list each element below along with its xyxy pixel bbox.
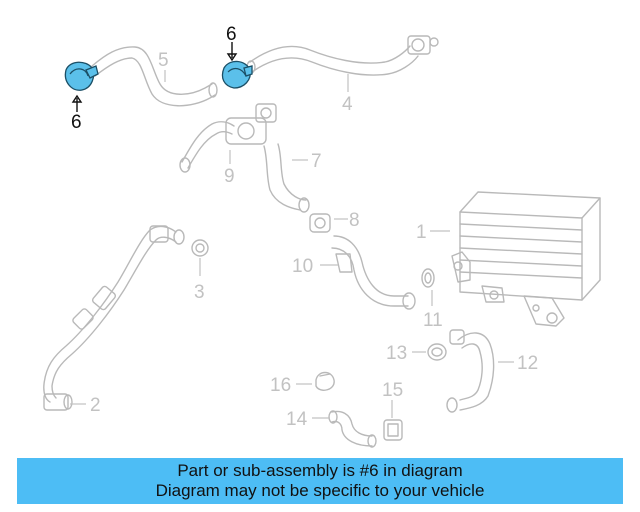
hose-part-4 (246, 35, 439, 76)
callout-13: 13 (386, 343, 407, 364)
callout-7: 7 (311, 151, 322, 172)
oring-part-3 (191, 239, 209, 257)
callout-6-top: 6 (226, 24, 237, 45)
callout-1: 1 (416, 222, 427, 243)
pipe-part-2 (43, 225, 185, 411)
hose-part-5 (91, 46, 218, 107)
callout-12: 12 (517, 353, 538, 374)
hose-part-12 (446, 329, 495, 413)
info-banner: Part or sub-assembly is #6 in diagram Di… (17, 458, 623, 504)
hose-part-14 (328, 410, 377, 448)
oring-part-11 (421, 268, 435, 288)
callout-6-bottom: 6 (71, 112, 82, 133)
callout-9: 9 (224, 166, 235, 187)
callout-5: 5 (158, 50, 169, 71)
banner-line-1: Part or sub-assembly is #6 in diagram (177, 461, 463, 480)
banner-line-2: Diagram may not be specific to your vehi… (155, 481, 485, 500)
callout-8: 8 (349, 210, 360, 231)
oil-cooler-part-1 (451, 191, 601, 327)
pipe-part-10 (331, 235, 416, 310)
clamp-part-6-left (64, 61, 99, 91)
hose-part-9 (179, 103, 277, 173)
parts-diagram: 5 6 6 4 9 7 8 10 1 11 3 2 13 12 16 15 14 (43, 24, 601, 448)
oring-part-13 (427, 343, 447, 361)
callout-4: 4 (342, 94, 353, 115)
callout-14: 14 (286, 409, 308, 430)
hose-part-7 (263, 143, 310, 213)
callout-2: 2 (90, 395, 101, 416)
clip-part-15 (383, 419, 403, 441)
callout-11: 11 (423, 310, 443, 331)
callout-15: 15 (382, 380, 403, 401)
callout-3: 3 (194, 282, 205, 303)
callout-16: 16 (270, 375, 291, 396)
callout-leaders (70, 42, 514, 419)
clip-part-16 (315, 371, 335, 391)
fitting-part-8 (309, 213, 331, 233)
callout-10: 10 (292, 256, 313, 277)
clamp-part-6-right (221, 60, 253, 89)
